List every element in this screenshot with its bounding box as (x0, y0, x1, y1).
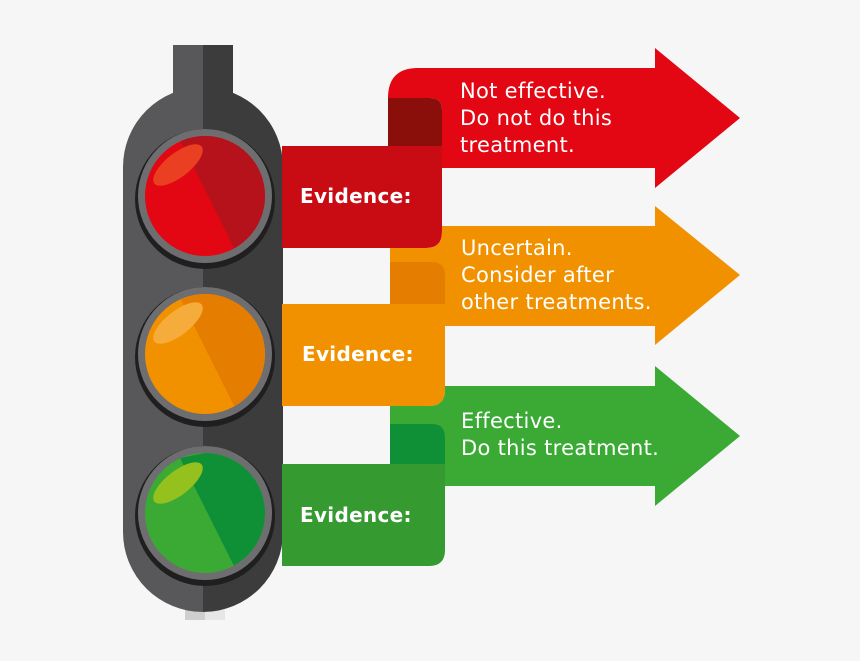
evidence-label-green: Evidence: (300, 503, 412, 527)
green-light (135, 446, 275, 586)
red-arrow-text: Not effective. Do not do this treatment. (460, 78, 612, 159)
orange-text-line: Uncertain. (461, 236, 573, 260)
red-ribbon (282, 48, 740, 248)
amber-light (135, 287, 275, 427)
red-text-line: treatment. (460, 133, 576, 157)
red-text-line: Do not do this (460, 106, 613, 130)
green-arrow-text: Effective. Do this treatment. (461, 408, 659, 462)
evidence-label-orange: Evidence: (302, 342, 414, 366)
red-text-line: Not effective. (460, 79, 606, 103)
green-text-line: Effective. (461, 409, 563, 433)
red-light (135, 129, 275, 269)
orange-arrow-text: Uncertain. Consider after other treatmen… (461, 235, 652, 316)
orange-text-line: other treatments. (461, 290, 652, 314)
green-text-line: Do this treatment. (461, 436, 660, 460)
orange-text-line: Consider after (461, 263, 615, 287)
green-ribbon (282, 366, 740, 566)
orange-ribbon (282, 206, 740, 406)
evidence-label-red: Evidence: (300, 184, 412, 208)
